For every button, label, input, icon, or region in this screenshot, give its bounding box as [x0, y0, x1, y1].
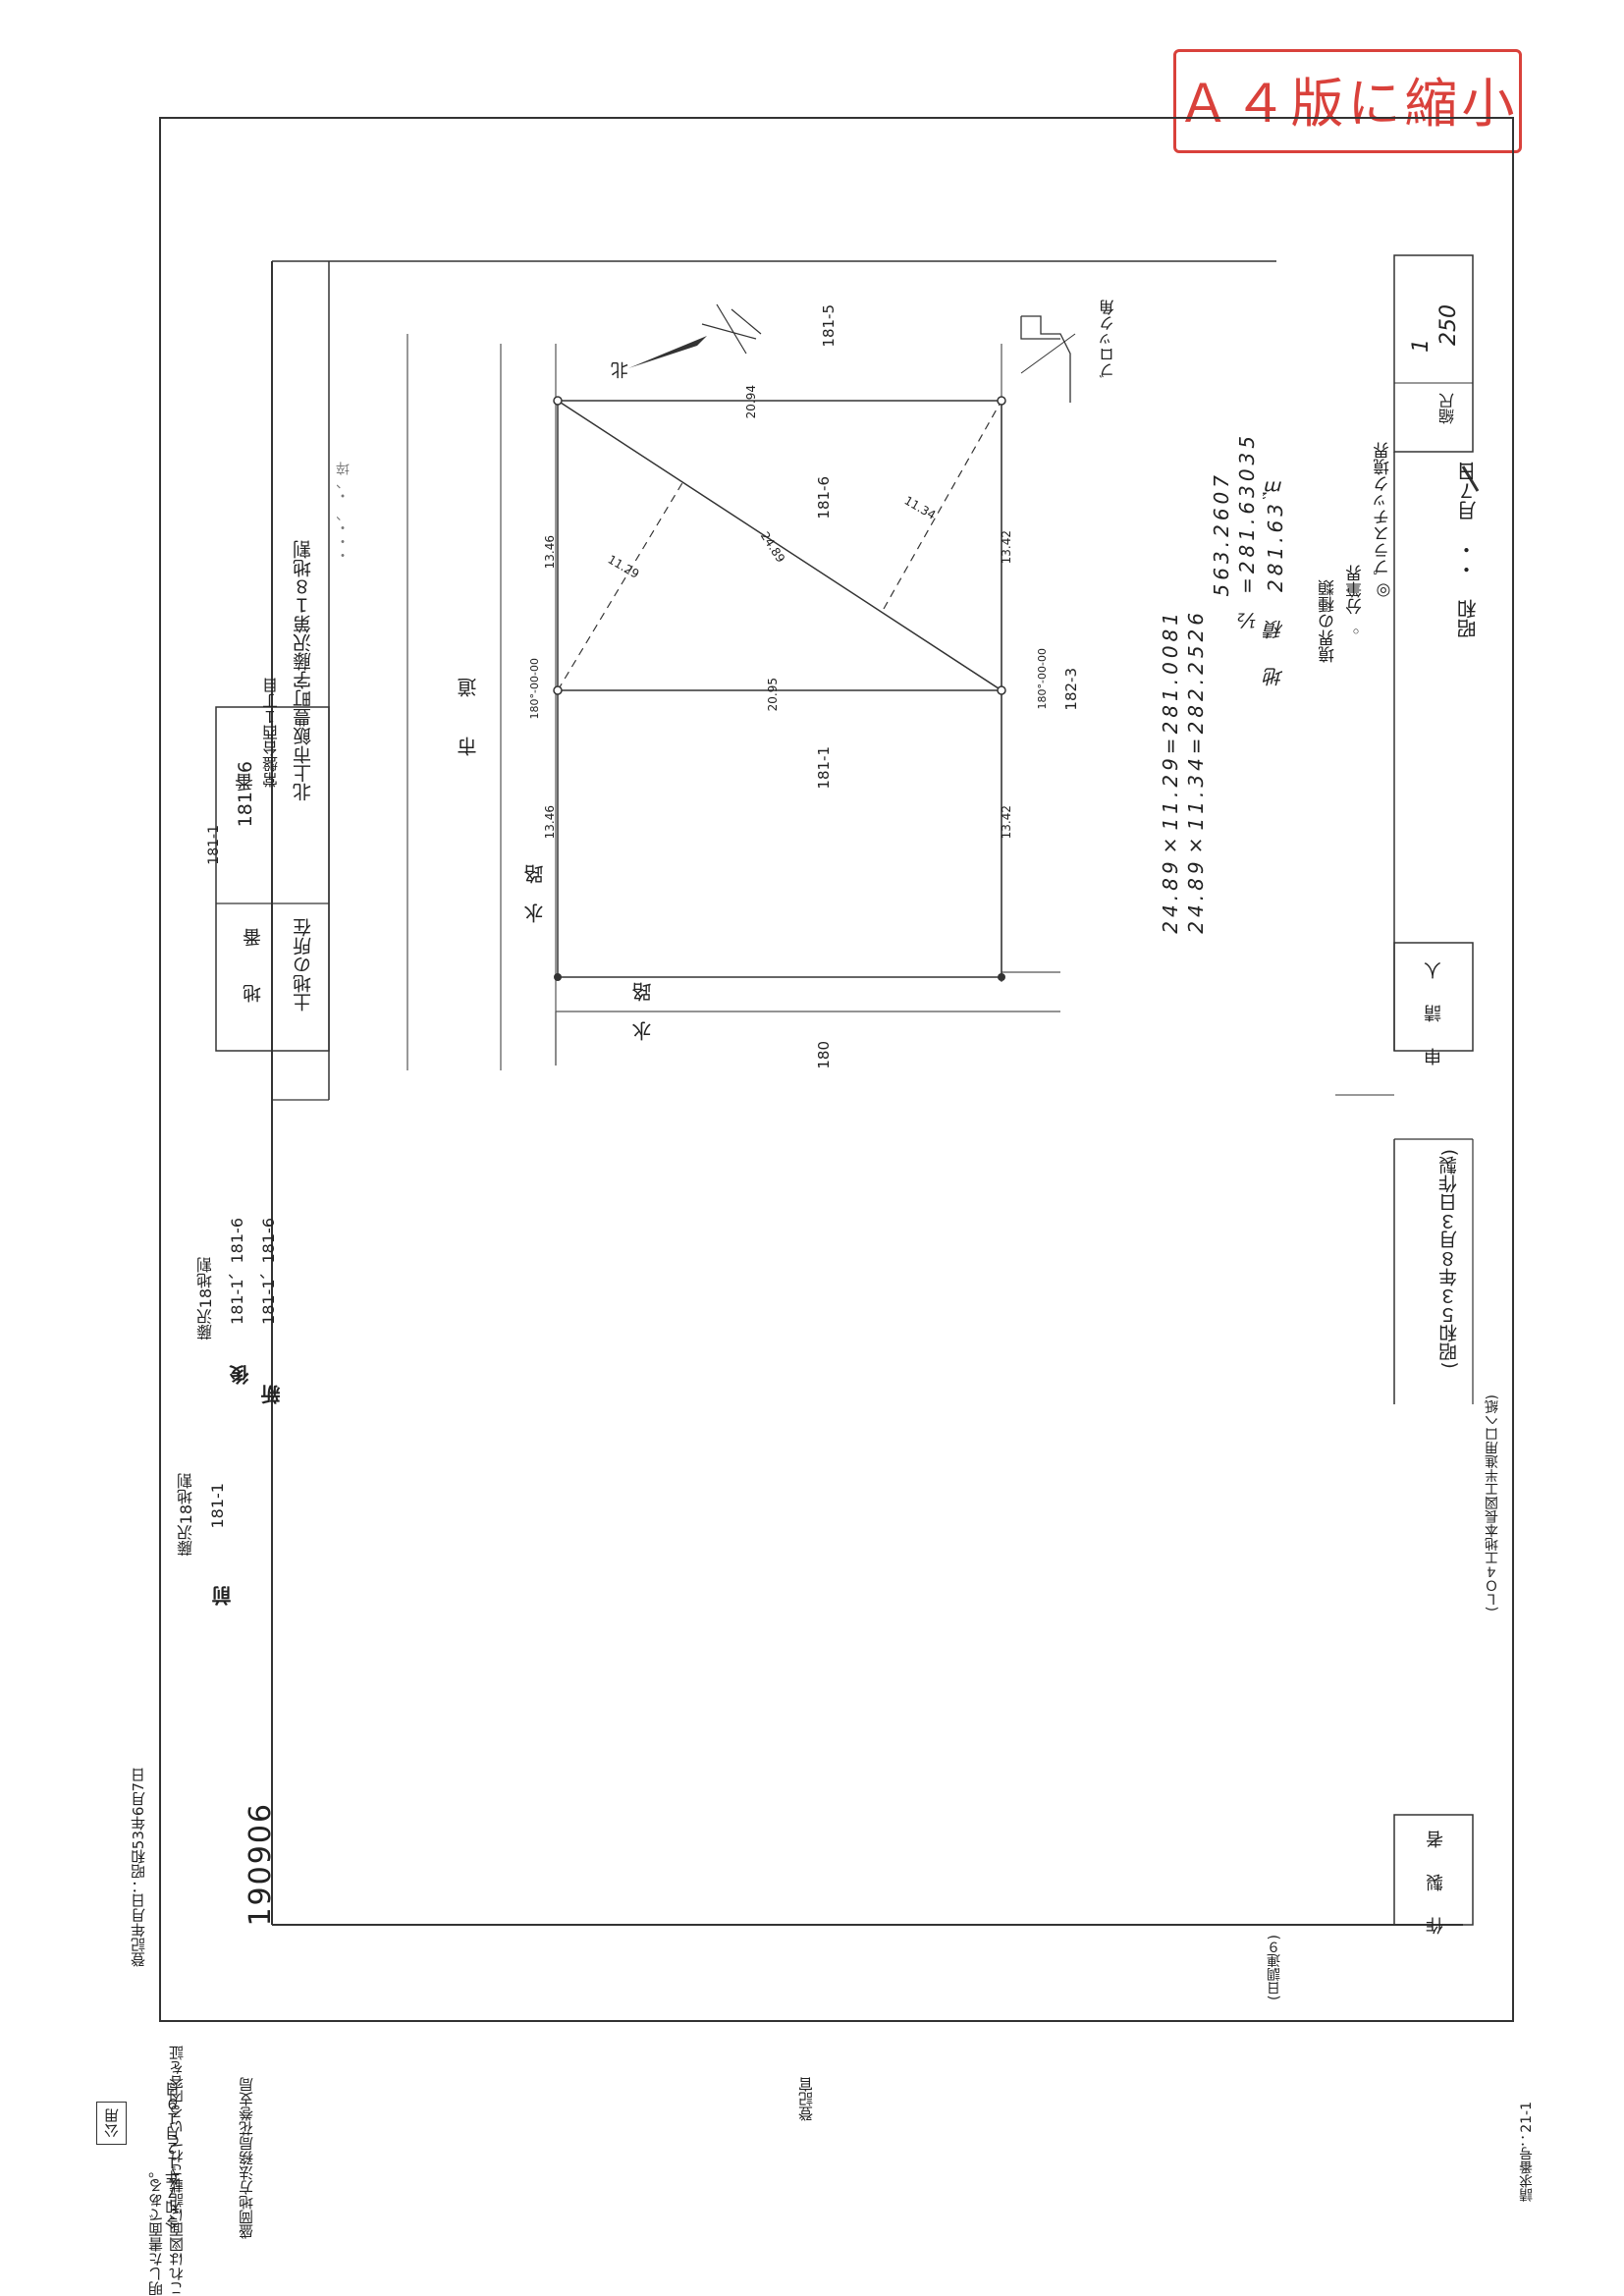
- boundary-title: 境界の種類: [1319, 579, 1338, 663]
- height-line-2: [883, 400, 1002, 610]
- north-arrow-icon: [628, 336, 707, 368]
- registration-date: 登記年月日：昭和53年6月7日: [130, 1768, 147, 1968]
- block-corner-mark: [1020, 315, 1071, 403]
- location-extra: ・・・、 ・、埣: [336, 462, 352, 563]
- angle-label: 180°-00-00: [528, 658, 541, 720]
- area-calc-4: ½ =281.63035: [1235, 432, 1259, 632]
- after-line1: 藤沢18地割: [196, 1257, 215, 1340]
- before-label: 前: [211, 1586, 235, 1606]
- creation-note: (昭和５３年８月３日作製): [1438, 1149, 1460, 1369]
- scale-label: 縮尺: [1438, 393, 1457, 424]
- sheet-number: 190906: [244, 1802, 278, 1927]
- area-calc-1: 24.89×11.29=281.0081: [1159, 609, 1182, 934]
- maker-box: [1393, 1814, 1474, 1926]
- diagonal: [557, 400, 1002, 691]
- location-label: 土地の所在: [293, 918, 314, 1011]
- after-label: 後: [229, 1365, 252, 1385]
- public-label: 公用: [96, 2102, 127, 2145]
- after-line2: 181-1、181-6: [228, 1218, 246, 1325]
- applicant-label: 申 請 人: [1424, 957, 1444, 1066]
- before-line1: 藤沢18地割: [177, 1473, 195, 1557]
- new-label: 新: [260, 1385, 284, 1404]
- waterway-label: 水 路: [523, 864, 547, 923]
- corner-point: [554, 973, 562, 981]
- dimension-label: 13.46: [543, 805, 557, 840]
- survey-date: 昭和 ・・ 月７日: [1456, 462, 1480, 638]
- parcel-outline: [557, 400, 1002, 978]
- scale-denominator: 250: [1436, 304, 1461, 346]
- dimension-label: 20.94: [744, 385, 758, 419]
- corner-point: [553, 685, 563, 695]
- dimension-label: 13.46: [543, 535, 557, 570]
- reduce-to-a4-stamp: Ａ４版に縮小: [1173, 49, 1522, 153]
- paper-maker-note: (ＬＯ４工地本長図工半進用口ヘ紙): [1485, 1394, 1500, 1612]
- request-number: 請求番号：21-1: [1519, 2102, 1535, 2202]
- scale-box: [1393, 254, 1474, 453]
- chiban-value-upper: 181-1: [206, 825, 222, 865]
- area-total: 地 積 281.63㎡: [1264, 476, 1287, 686]
- corner-point: [997, 396, 1006, 406]
- footer-note: (日調連９): [1267, 1935, 1282, 2000]
- location-value: 北上市飯豊町字藤沢第１８地割: [293, 540, 314, 801]
- parcel-label: 182-3: [1062, 668, 1080, 711]
- location-upper: 常盤台西１丁目: [262, 678, 281, 788]
- certificate-date: 令和７年１２月１９日: [164, 2082, 182, 2229]
- sheet-border: [159, 117, 1514, 2022]
- corner-point: [553, 396, 563, 406]
- parcel-label: 181-6: [815, 476, 833, 519]
- dimension-label: 13.42: [1000, 805, 1013, 840]
- maker-label: 作 製 者: [1426, 1827, 1446, 1935]
- road-label: 市 道: [457, 678, 480, 756]
- new-line: 181-1、181-6: [259, 1218, 278, 1325]
- dimension-label: 20.95: [766, 678, 780, 712]
- angle-label: 180°-00-00: [1036, 648, 1049, 710]
- scale-numerator: 1: [1409, 339, 1434, 353]
- north-label: 北: [611, 361, 631, 379]
- waterway-label-2: 水 路: [631, 982, 655, 1041]
- certificate-office: 盛岡地方法務局花巻支局: [238, 2077, 255, 2239]
- corner-point: [997, 685, 1006, 695]
- certificate-officer: 登記官: [797, 2077, 815, 2121]
- parcel-label: 181-1: [815, 746, 833, 790]
- parcel-label: 180: [815, 1041, 833, 1069]
- area-calc-3: 563.2607: [1210, 471, 1233, 597]
- block-corner-label: ブロック角: [1099, 300, 1117, 378]
- chiban-value: 181番6: [235, 761, 256, 828]
- dimension-label: 13.42: [1000, 530, 1013, 565]
- before-line2: 181-1: [208, 1483, 227, 1529]
- chiban-label: 地 番: [243, 928, 264, 1003]
- corner-point: [998, 973, 1005, 981]
- area-calc-2: 24.89×11.34=282.2526: [1184, 609, 1208, 934]
- boundary-type: ◦ 分筆界: [1346, 565, 1366, 640]
- height-line-1: [557, 480, 684, 691]
- boundary-type: ◎ プラスチック境界: [1374, 442, 1393, 601]
- parcel-label: 181-5: [820, 304, 838, 348]
